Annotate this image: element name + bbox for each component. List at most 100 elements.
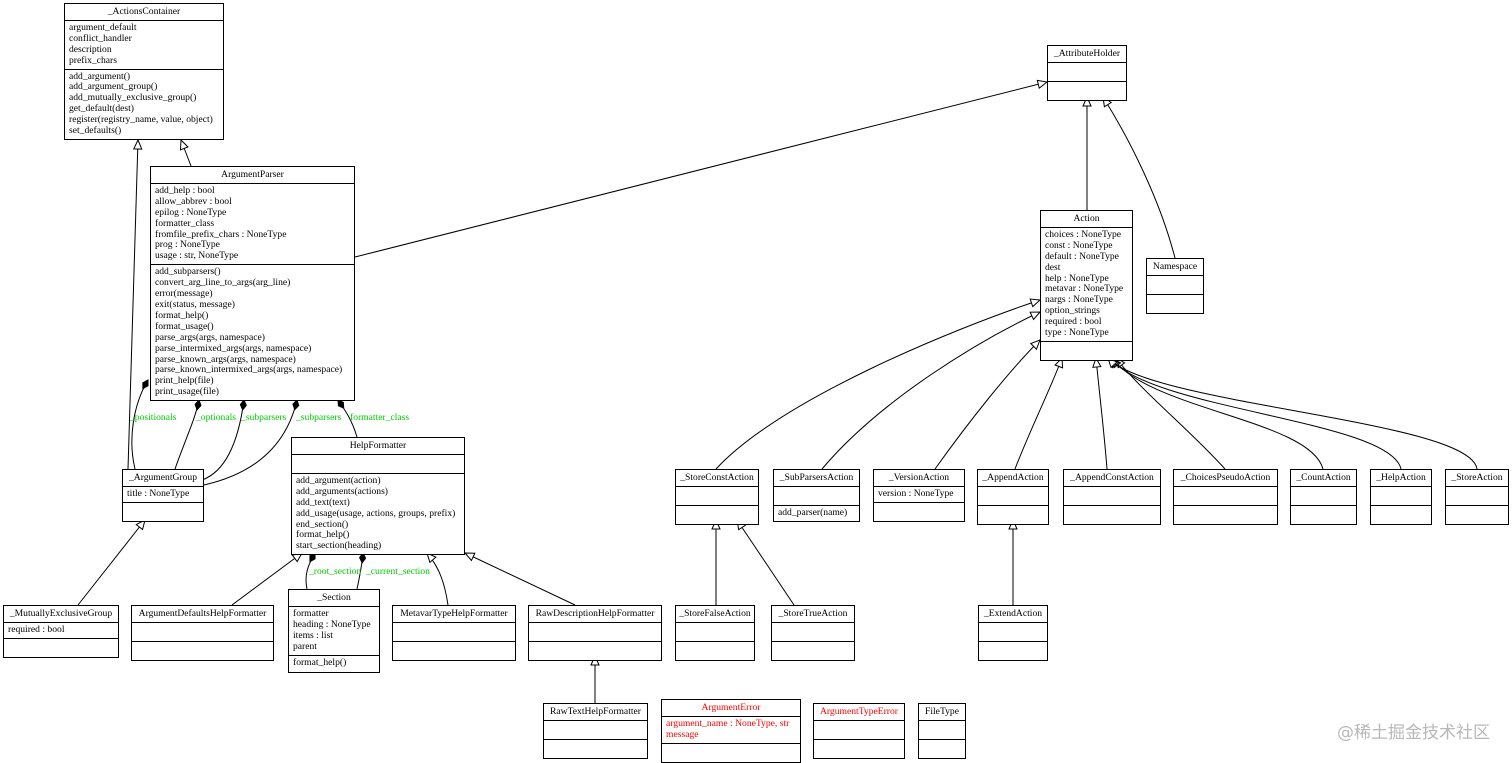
- attribute: choices : NoneType: [1045, 228, 1122, 240]
- class-raw-description-help-formatter: RawDescriptionHelpFormatter: [528, 605, 662, 661]
- inheritance-edge: [231, 552, 303, 606]
- class-title: _Section: [289, 590, 379, 607]
- class-title: _AppendAction: [978, 470, 1048, 487]
- method: parse_known_intermixed_args(args, namesp…: [155, 364, 343, 376]
- attribute: const : NoneType: [1045, 239, 1113, 251]
- class-help-action: _HelpAction: [1370, 469, 1432, 525]
- class-namespace: Namespace: [1146, 258, 1204, 314]
- class-methods: [919, 740, 965, 758]
- class-title: HelpFormatter: [292, 438, 464, 455]
- class-attributes: required : bool: [4, 623, 118, 639]
- method: format_usage(): [155, 320, 214, 332]
- attribute: allow_abbrev : bool: [155, 195, 232, 207]
- class-title: _AttributeHolder: [1048, 46, 1126, 63]
- class-store-action: _StoreAction: [1445, 469, 1509, 525]
- inheritance-edge: [77, 519, 146, 606]
- class-title: Namespace: [1147, 259, 1203, 276]
- composition-diamond: [239, 399, 247, 411]
- class-title: _SubParsersAction: [774, 470, 859, 487]
- class-attribute-holder: _AttributeHolder: [1047, 45, 1127, 101]
- class-title: _StoreAction: [1446, 470, 1508, 487]
- attribute: type : NoneType: [1045, 327, 1109, 339]
- class-attributes: [979, 623, 1047, 642]
- attribute: description: [69, 43, 112, 55]
- class-title: _AppendConstAction: [1064, 470, 1160, 487]
- class-extend-action: _ExtendAction: [978, 605, 1048, 661]
- class-methods: [1371, 506, 1431, 524]
- class-title: Action: [1041, 211, 1132, 228]
- class-methods: [978, 506, 1048, 524]
- class-title: ArgumentParser: [151, 167, 354, 184]
- class-methods: [393, 642, 515, 660]
- class-attributes: [772, 623, 854, 642]
- method: add_argument_group(): [69, 81, 158, 93]
- attribute: metavar : NoneType: [1045, 283, 1124, 295]
- class-attributes: [132, 623, 273, 642]
- class-attributes: [1291, 487, 1356, 506]
- class-title: ArgumentError: [662, 700, 800, 717]
- class-metavar-type-help-formatter: MetavarTypeHelpFormatter: [392, 605, 516, 661]
- attribute: add_help : bool: [155, 184, 215, 196]
- class-attributes: [919, 721, 965, 740]
- inheritance-edge: [1095, 357, 1108, 470]
- class-methods: [1064, 506, 1160, 524]
- edge-label-positionals: _positionals: [130, 412, 177, 423]
- attribute: formatter: [293, 607, 329, 619]
- class-methods: [1048, 82, 1126, 100]
- inheritance-edge: [715, 299, 1041, 470]
- class-title: _StoreFalseAction: [676, 606, 754, 623]
- attribute: epilog : NoneType: [155, 206, 227, 218]
- class-attributes: [292, 455, 464, 474]
- class-attributes: [978, 487, 1048, 506]
- class-file-type: FileType: [918, 703, 966, 759]
- attribute: version : NoneType: [878, 487, 954, 499]
- class-methods: [676, 642, 754, 660]
- class-choices-pseudo-action: _ChoicesPseudoAction: [1173, 469, 1278, 525]
- class-methods: add_argument()add_argument_group()add_mu…: [65, 70, 223, 139]
- class-methods: [4, 639, 118, 657]
- edge-label-current-section: _current_section: [366, 566, 430, 577]
- composition-diamond: [359, 552, 367, 564]
- inheritance-edge: [934, 339, 1041, 470]
- inheritance-arrowhead: [135, 519, 146, 531]
- edge-label-optionals: _optionals: [196, 412, 236, 423]
- attribute: argument_name : NoneType, str: [666, 717, 790, 729]
- composition-diamond: [337, 399, 345, 409]
- method: format_help(): [293, 656, 347, 668]
- method: format_help(): [296, 529, 350, 541]
- class-title: _CountAction: [1291, 470, 1356, 487]
- attribute: nargs : NoneType: [1045, 294, 1113, 306]
- attribute: items : list: [293, 629, 333, 641]
- inheritance-arrowhead: [1036, 79, 1049, 89]
- method: format_help(): [155, 309, 209, 321]
- attribute: required : bool: [1045, 316, 1102, 328]
- inheritance-edge: [1111, 357, 1324, 470]
- inheritance-arrowhead: [1029, 339, 1041, 351]
- method: start_section(heading): [296, 540, 382, 552]
- inheritance-edge: [1014, 357, 1063, 470]
- method: convert_arg_line_to_args(arg_line): [155, 277, 291, 289]
- composition-edge: [203, 399, 298, 486]
- method: end_section(): [296, 518, 349, 530]
- edge-label-root-section: _root_section: [309, 566, 362, 577]
- class-raw-text-help-formatter: RawTextHelpFormatter: [543, 703, 648, 759]
- attribute: dest: [1045, 261, 1061, 273]
- class-store-false-action: _StoreFalseAction: [675, 605, 755, 661]
- class-methods: [772, 642, 854, 660]
- method: add_subparsers(): [155, 266, 221, 278]
- class-methods: format_help(): [289, 656, 379, 671]
- class-attributes: title : NoneType: [123, 487, 203, 503]
- class-title: MetavarTypeHelpFormatter: [393, 606, 515, 623]
- class-argument-defaults-help-formatter: ArgumentDefaultsHelpFormatter: [131, 605, 274, 661]
- class-methods: [529, 642, 661, 660]
- inheritance-arrowhead: [1082, 95, 1092, 107]
- class-title: _ArgumentGroup: [123, 470, 203, 487]
